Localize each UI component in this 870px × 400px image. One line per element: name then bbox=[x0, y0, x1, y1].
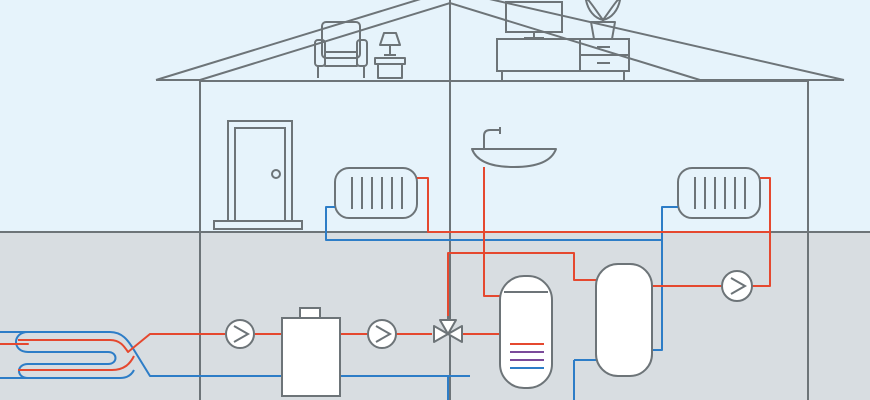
radiator-icon bbox=[334, 167, 418, 219]
circulation-pump-icon bbox=[721, 270, 753, 302]
circulation-pump-icon bbox=[367, 319, 397, 349]
circulation-pump-icon bbox=[225, 319, 255, 349]
heat-pump-icon bbox=[281, 307, 341, 397]
armchair-icon bbox=[314, 21, 368, 78]
faucet-icon bbox=[483, 127, 501, 149]
hot-water-tank-icon bbox=[499, 275, 553, 389]
table-lamp-icon bbox=[374, 32, 406, 79]
ground-background bbox=[0, 232, 870, 400]
sink-icon bbox=[471, 148, 557, 168]
radiator-icon bbox=[677, 167, 761, 219]
mixing-valve-icon bbox=[433, 316, 463, 343]
cold-water-pipes bbox=[0, 206, 678, 400]
tv-cabinet-icon bbox=[496, 38, 630, 80]
buffer-tank-icon bbox=[595, 263, 653, 377]
door-icon bbox=[213, 120, 303, 230]
hot-water-pipes bbox=[0, 167, 771, 371]
